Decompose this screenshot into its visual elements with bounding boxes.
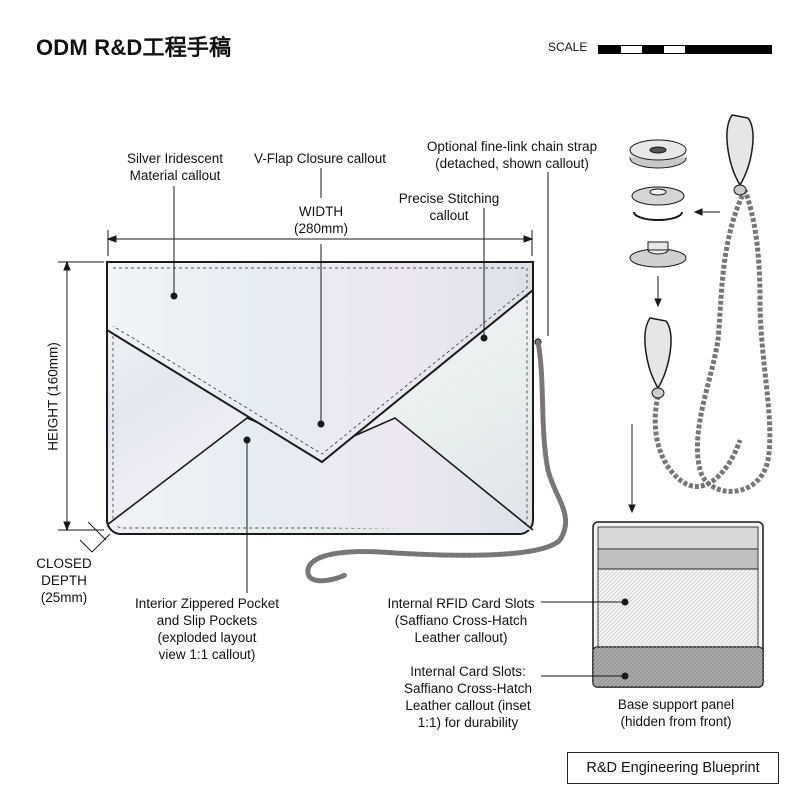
depth-dimension <box>79 521 111 553</box>
flap-callout: V-Flap Closure callout <box>253 151 387 166</box>
material-callout: Silver Iridescent Material callout <box>126 151 224 183</box>
scale-label: SCALE <box>548 40 588 54</box>
arrows <box>628 208 720 514</box>
leader-lines <box>170 168 629 680</box>
detached-chain-strap <box>644 114 773 494</box>
scale-bar <box>598 45 772 54</box>
blueprint-stamp: R&D Engineering Blueprint <box>567 752 779 784</box>
pockets-callout: Interior Zippered Pocket and Slip Pocket… <box>134 596 280 662</box>
base-panel-callout: Base support panel (hidden from front) <box>617 697 735 729</box>
rfid-callout: Internal RFID Card Slots (Saffiano Cross… <box>387 596 535 645</box>
snap-button-exploded <box>629 139 687 268</box>
clutch-body <box>106 261 542 535</box>
depth-label: CLOSED DEPTH (25mm) <box>36 556 92 605</box>
stitching-callout: Precise Stitching callout <box>398 191 500 223</box>
width-dimension <box>106 230 534 256</box>
chain-callout: Optional fine-link chain strap (detached… <box>426 139 598 171</box>
height-dimension <box>58 260 104 532</box>
card-holder-panel <box>592 521 764 688</box>
width-label: WIDTH (280mm) <box>293 204 348 236</box>
page-title: ODM R&D工程手稿 <box>36 35 232 60</box>
attached-chain <box>305 339 569 584</box>
card-slots-callout: Internal Card Slots: Saffiano Cross-Hatc… <box>403 664 533 730</box>
height-label: HEIGHT (160mm) <box>45 342 61 451</box>
